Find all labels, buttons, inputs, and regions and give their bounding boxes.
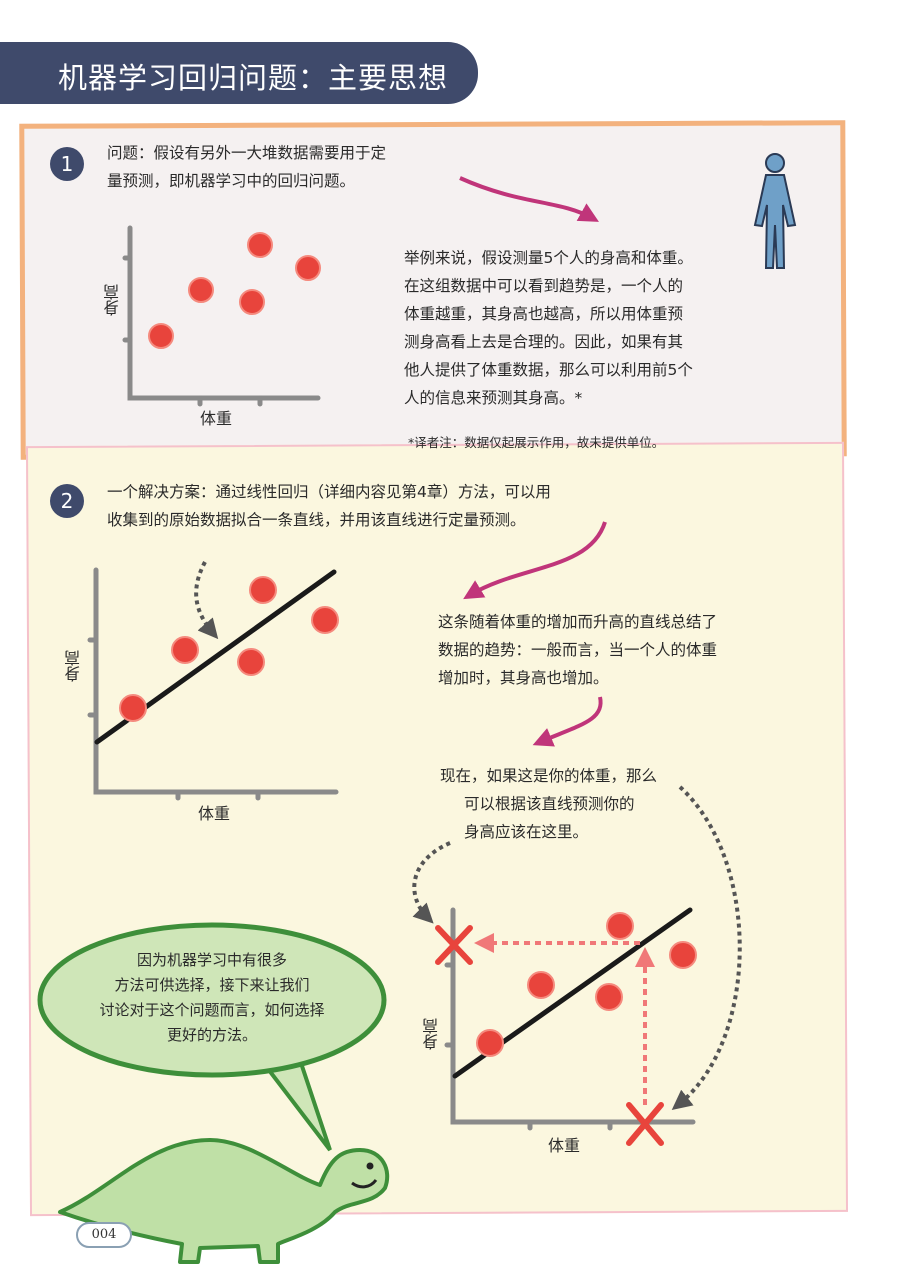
data-point bbox=[171, 636, 199, 664]
dotted-arrow-to-height bbox=[412, 841, 451, 924]
text-line: 收集到的原始数据拟合一条直线，并用该直线进行定量预测。 bbox=[107, 511, 526, 529]
text-line: 更好的方法。 bbox=[166, 1026, 257, 1044]
chart3-xlabel: 体重 bbox=[548, 1136, 581, 1155]
text-line: 身高应该在这里。 bbox=[464, 823, 589, 841]
step-number-1: 1 bbox=[50, 147, 84, 181]
page-title: 机器学习回归问题：主要思想 bbox=[58, 61, 449, 95]
text-line: 体重越重，其身高也越高，所以用体重预 bbox=[404, 305, 684, 323]
data-point bbox=[119, 694, 147, 722]
data-point bbox=[148, 323, 174, 349]
chart1-points bbox=[148, 232, 321, 349]
data-point bbox=[669, 941, 697, 969]
dotted-arrow-to-line bbox=[194, 561, 219, 640]
text-line: 人的信息来预测其身高。* bbox=[404, 389, 583, 407]
speech-bubble bbox=[37, 922, 387, 1078]
text-line: 问题：假设有另外一大堆数据需要用于定 bbox=[107, 144, 387, 162]
title-banner: 机器学习回归问题：主要思想 bbox=[0, 42, 478, 104]
text-line: 增加时，其身高也增加。 bbox=[438, 669, 609, 687]
data-point bbox=[237, 648, 265, 676]
page-number: 004 bbox=[76, 1222, 132, 1248]
data-point bbox=[247, 232, 273, 258]
text-line: 现在，如果这是你的体重，那么 bbox=[440, 767, 658, 785]
text-line: 讨论对于这个问题而言，如何选择 bbox=[99, 1001, 325, 1019]
data-point bbox=[595, 983, 623, 1011]
text-line: 在这组数据中可以看到趋势是，一个人的 bbox=[404, 277, 684, 295]
text-line: 量预测，即机器学习中的回归问题。 bbox=[107, 172, 356, 190]
chart2-points bbox=[119, 576, 339, 722]
arrow-to-predict bbox=[532, 696, 603, 747]
text-line: 这条随着体重的增加而升高的直线总结了 bbox=[438, 613, 718, 631]
chart2-xlabel: 体重 bbox=[198, 804, 231, 823]
data-point bbox=[311, 606, 339, 634]
dinosaur-icon bbox=[58, 1138, 390, 1264]
text-line: 数据的趋势：一般而言，当一个人的体重 bbox=[438, 641, 718, 659]
dotted-arrow-to-weight bbox=[671, 785, 742, 1110]
text-line: 他人提供了体重数据，那么可以利用前5个 bbox=[404, 361, 693, 379]
predicted-height-x-icon bbox=[435, 925, 473, 965]
chart2-axes bbox=[87, 567, 339, 801]
data-point bbox=[527, 971, 555, 999]
person-silhouette-icon bbox=[753, 153, 797, 269]
text-line: 举例来说，假设测量5个人的身高和体重。 bbox=[404, 249, 693, 267]
step-number-2: 2 bbox=[50, 484, 84, 518]
text-line: 测身高看上去是合理的。因此，如果有其 bbox=[404, 333, 684, 351]
data-point bbox=[476, 1029, 504, 1057]
text-line: 一个解决方案：通过线性回归（详细内容见第4章）方法，可以用 bbox=[107, 483, 551, 501]
data-point bbox=[606, 912, 634, 940]
text-line: 因为机器学习中有很多 bbox=[136, 951, 287, 969]
weight-x-icon bbox=[626, 1102, 664, 1146]
chart3-axes bbox=[444, 907, 696, 1131]
data-point bbox=[295, 255, 321, 281]
chart3-points bbox=[476, 912, 697, 1057]
chart1-xlabel: 体重 bbox=[200, 409, 233, 428]
dinosaur-mouth bbox=[351, 1179, 378, 1189]
chart2-ylabel: 身高 bbox=[64, 650, 83, 682]
translator-note: *译者注：数据仅起展示作用，故未提供单位。 bbox=[408, 435, 665, 450]
data-point bbox=[249, 576, 277, 604]
chart1-axes bbox=[122, 225, 321, 407]
text-line: 可以根据该直线预测你的 bbox=[464, 795, 635, 813]
arrow-to-trend bbox=[463, 521, 607, 600]
chart1-ylabel: 身高 bbox=[103, 284, 122, 316]
arrow-to-example bbox=[459, 176, 599, 222]
data-point bbox=[188, 277, 214, 303]
chart3-ylabel: 身高 bbox=[422, 1018, 441, 1050]
dinosaur-eye bbox=[366, 1162, 374, 1170]
speech-bubble-tail bbox=[261, 1057, 332, 1152]
data-point bbox=[239, 289, 265, 315]
text-line: 方法可供选择，接下来让我们 bbox=[114, 976, 310, 994]
